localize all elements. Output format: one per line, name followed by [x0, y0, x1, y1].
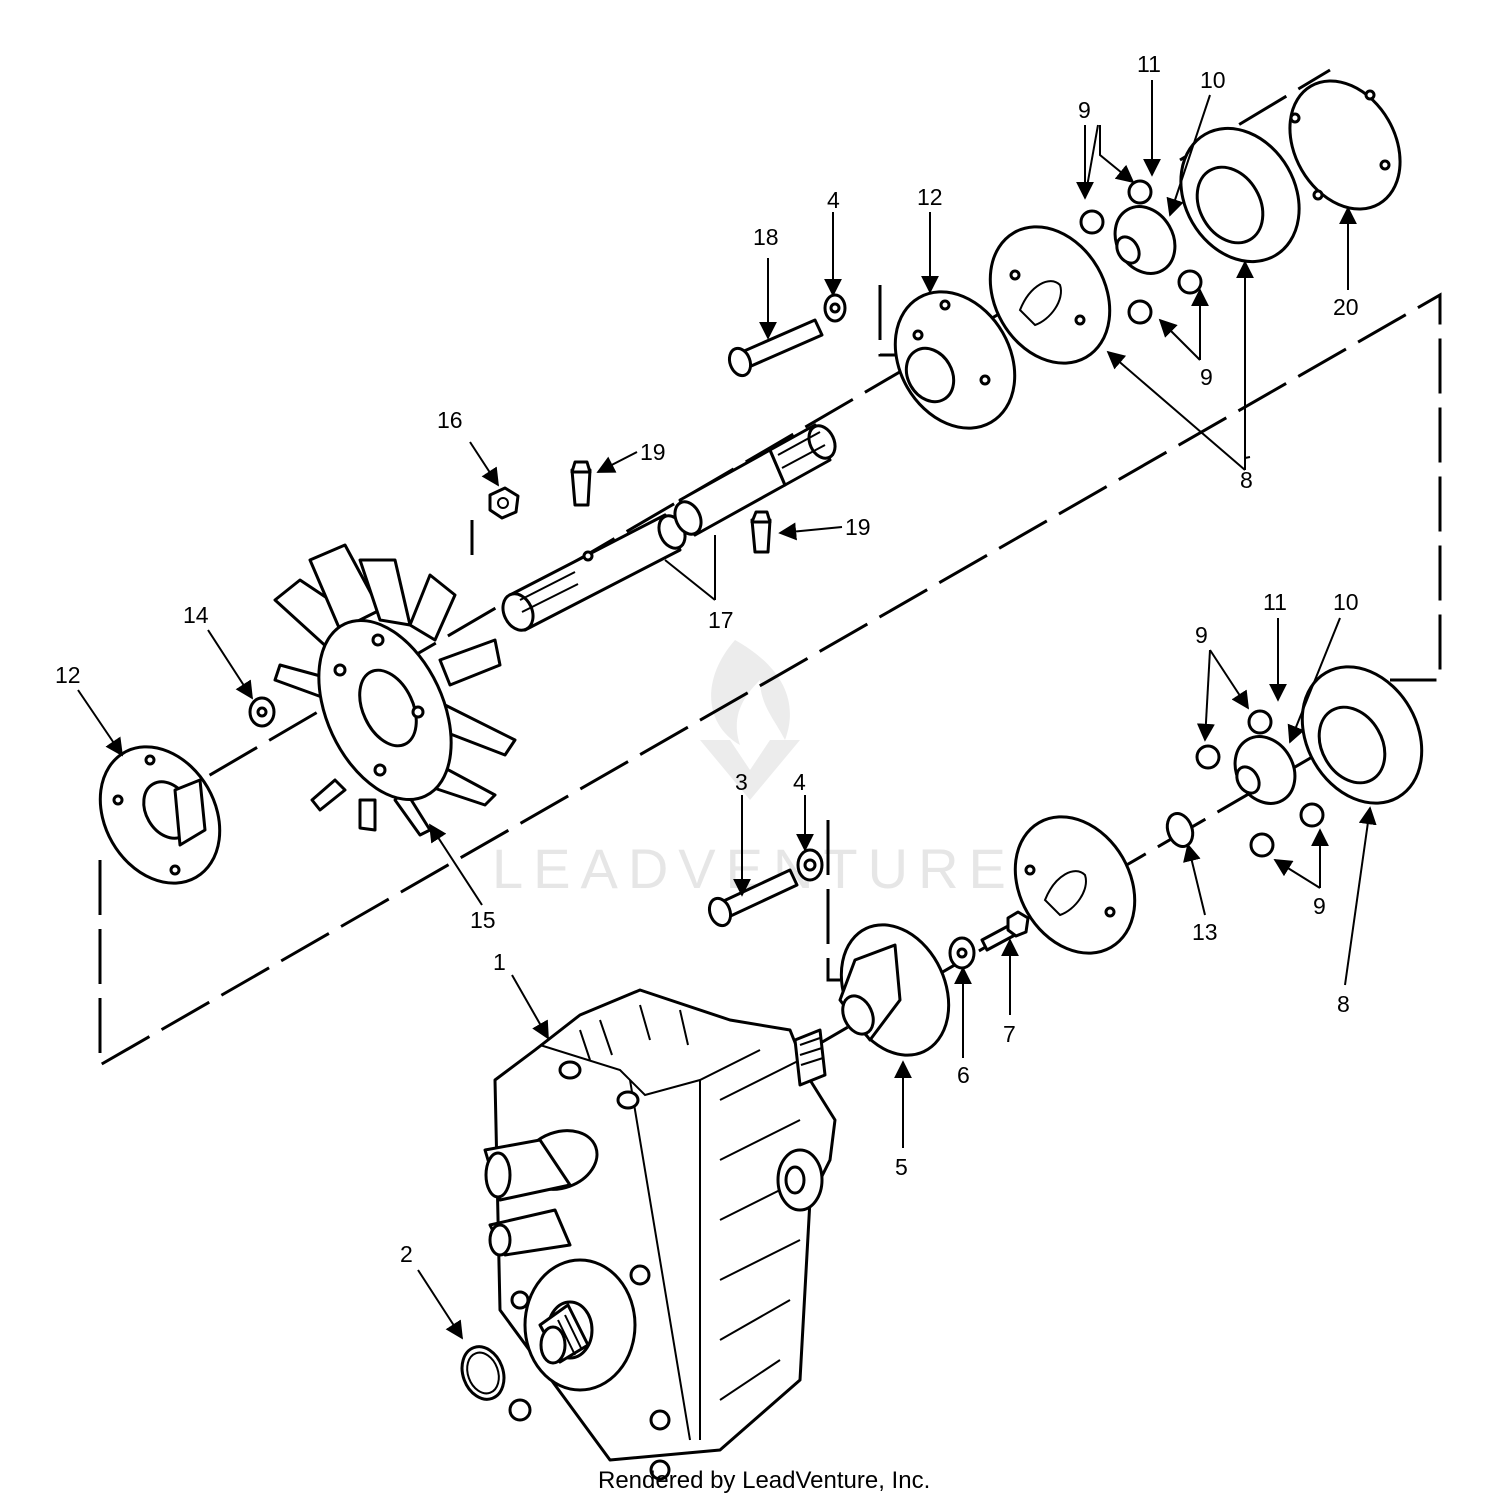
callout-11-upper: 11	[1137, 51, 1161, 77]
callout-9-lower-a: 9	[1195, 622, 1208, 648]
washer-14	[248, 696, 276, 728]
leadventure-watermark: LEADVENTURE	[492, 640, 1006, 900]
callout-9-upper-a: 9	[1078, 97, 1091, 123]
grease-fitting-upper	[570, 460, 592, 507]
callout-4-upper: 4	[827, 187, 840, 213]
callout-19-upper: 19	[640, 439, 666, 465]
cap-screw-18	[727, 318, 824, 378]
nut-16	[488, 486, 520, 520]
lower-coupling-housing	[1300, 665, 1424, 805]
callout-2: 2	[400, 1241, 413, 1267]
callout-16: 16	[437, 407, 463, 433]
upper-spider	[1113, 205, 1177, 275]
cap-screw-3	[707, 868, 799, 928]
callout-labels: 1 2 3 4 4 5 6 7 8 8 9 9 9 9 10 10 11 11 …	[55, 51, 1359, 1267]
callout-5: 5	[895, 1154, 908, 1180]
o-ring-2	[460, 1345, 506, 1401]
callout-8-lower: 8	[1337, 991, 1350, 1017]
snap-ring-13	[1165, 812, 1195, 848]
callout-6: 6	[957, 1062, 970, 1088]
lock-washer-4-upper	[823, 293, 847, 323]
callout-9-lower-b: 9	[1313, 893, 1326, 919]
upper-balls	[1079, 179, 1203, 325]
callout-4-lower: 4	[793, 769, 806, 795]
drive-shaft	[501, 423, 837, 632]
callout-1: 1	[493, 949, 506, 975]
callout-12-upper: 12	[917, 184, 943, 210]
callout-8-upper: 8	[1240, 467, 1253, 493]
callout-11-lower: 11	[1263, 589, 1287, 615]
callout-3: 3	[735, 769, 748, 795]
callout-19-lower: 19	[845, 514, 871, 540]
callout-10-lower: 10	[1333, 589, 1359, 615]
lower-balls	[1195, 709, 1325, 858]
callout-14: 14	[183, 602, 209, 628]
left-flange	[98, 745, 222, 885]
grease-fitting-lower	[750, 510, 772, 554]
callout-17: 17	[708, 607, 734, 633]
callout-18: 18	[753, 224, 779, 250]
upper-coupling-housing	[1179, 126, 1301, 264]
footer-credit: Rendered by LeadVenture, Inc.	[598, 1467, 930, 1494]
callout-10-upper: 10	[1200, 67, 1226, 93]
callout-13: 13	[1192, 919, 1218, 945]
upper-hub-flange	[893, 290, 1017, 430]
callout-9-upper-b: 9	[1200, 364, 1213, 390]
flat-washer-6	[948, 936, 976, 970]
assembly-boundary	[98, 292, 1442, 1068]
cover-plate-20	[1288, 79, 1402, 211]
hydrostatic-transmission	[483, 988, 837, 1481]
callout-20: 20	[1333, 294, 1359, 320]
upper-coupling-disc	[988, 225, 1112, 365]
leader-lines	[77, 80, 1377, 1340]
cooling-fan	[273, 543, 517, 837]
callout-12-left: 12	[55, 662, 81, 688]
lock-washer-4-lower	[796, 848, 824, 882]
hub-5	[838, 923, 951, 1057]
lower-spider	[1233, 735, 1297, 805]
callout-15: 15	[470, 907, 496, 933]
callout-7: 7	[1003, 1021, 1016, 1047]
lower-coupling-disc	[1013, 815, 1137, 955]
bolt-7	[980, 910, 1030, 952]
